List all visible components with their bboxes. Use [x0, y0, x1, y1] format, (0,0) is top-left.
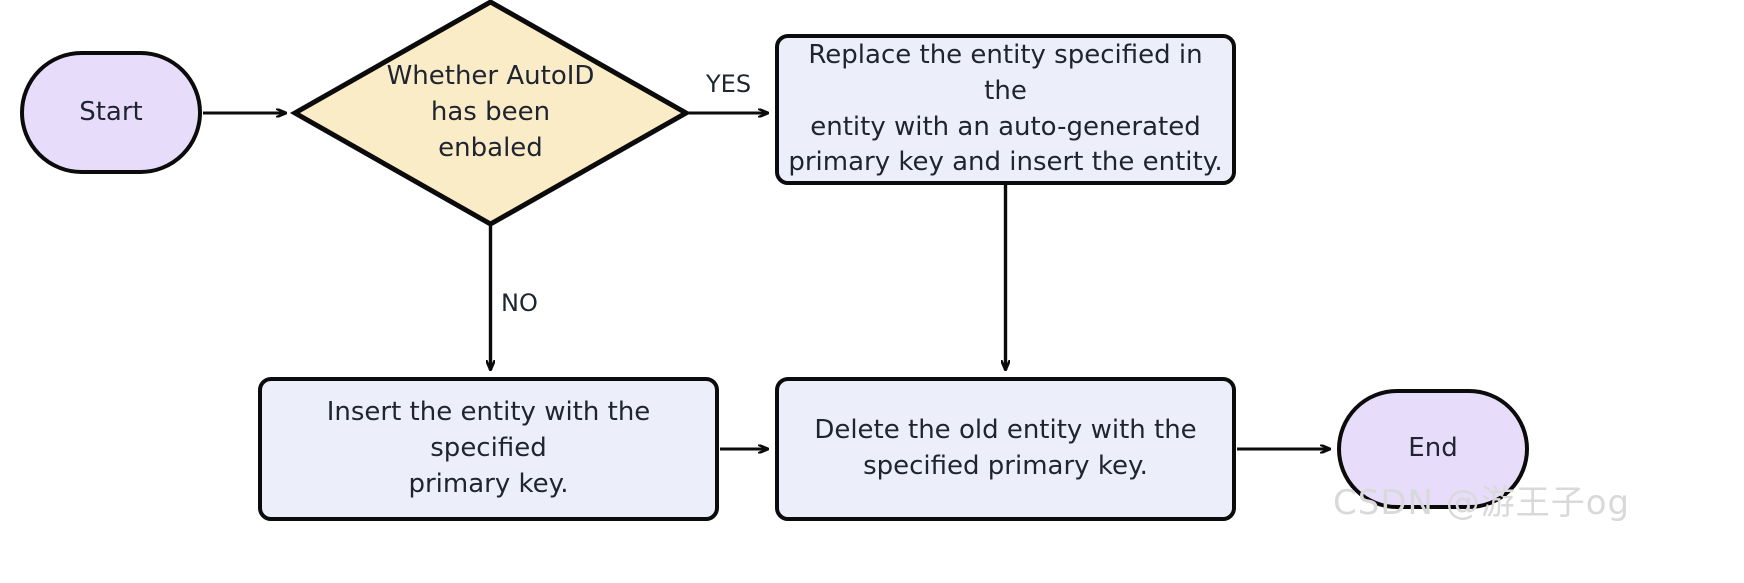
- csdn-watermark: CSDN @游王子og: [1333, 483, 1631, 523]
- node-insert-entity[interactable]: [258, 377, 719, 521]
- node-decision[interactable]: [289, 0, 692, 227]
- edge-label-yes: YES: [702, 71, 756, 97]
- node-end[interactable]: [1337, 389, 1529, 509]
- node-replace-entity[interactable]: [775, 34, 1236, 185]
- node-delete-entity[interactable]: [775, 377, 1236, 521]
- edge-label-no: NO: [497, 290, 542, 316]
- node-start[interactable]: [20, 51, 202, 174]
